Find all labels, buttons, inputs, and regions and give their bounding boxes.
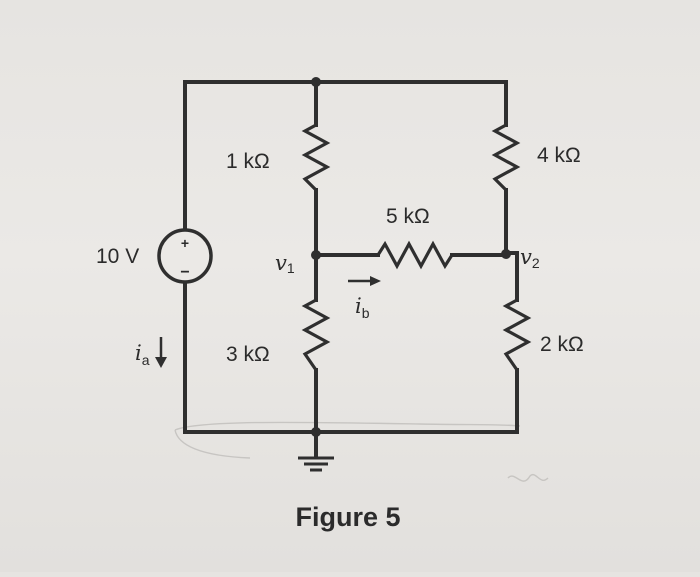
resistor-1k — [301, 123, 331, 192]
node-v1-label: v1 — [275, 251, 295, 276]
node-v2-label: v2 — [520, 245, 540, 271]
node-v2 — [501, 249, 511, 259]
label-5k: 5 kΩ — [386, 205, 430, 228]
label-3k: 3 kΩ — [226, 343, 270, 366]
node-bottom — [311, 427, 321, 437]
node-v1 — [311, 250, 321, 260]
current-ia-label: ia — [135, 341, 150, 368]
current-ia-arrow — [155, 337, 167, 368]
pencil-mark — [174, 421, 521, 459]
voltage-source: + − — [157, 228, 213, 284]
resistor-3k — [301, 298, 331, 371]
source-plus-sign: + — [181, 235, 189, 251]
label-2k: 2 kΩ — [540, 333, 584, 356]
resistor-5k — [376, 240, 454, 270]
node-top — [311, 77, 321, 87]
label-1k: 1 kΩ — [226, 150, 270, 173]
resistor-2k — [502, 298, 532, 371]
current-ib-arrow — [348, 276, 381, 286]
pencil-scribble — [507, 473, 549, 482]
resistor-4k — [491, 123, 521, 192]
source-label: 10 V — [96, 245, 139, 268]
current-ib-label: ib — [355, 294, 370, 321]
label-4k: 4 kΩ — [537, 144, 581, 167]
ground-symbol — [298, 456, 334, 472]
wires — [183, 80, 519, 457]
source-minus-sign: − — [180, 264, 189, 281]
figure-caption: Figure 5 — [295, 502, 400, 532]
